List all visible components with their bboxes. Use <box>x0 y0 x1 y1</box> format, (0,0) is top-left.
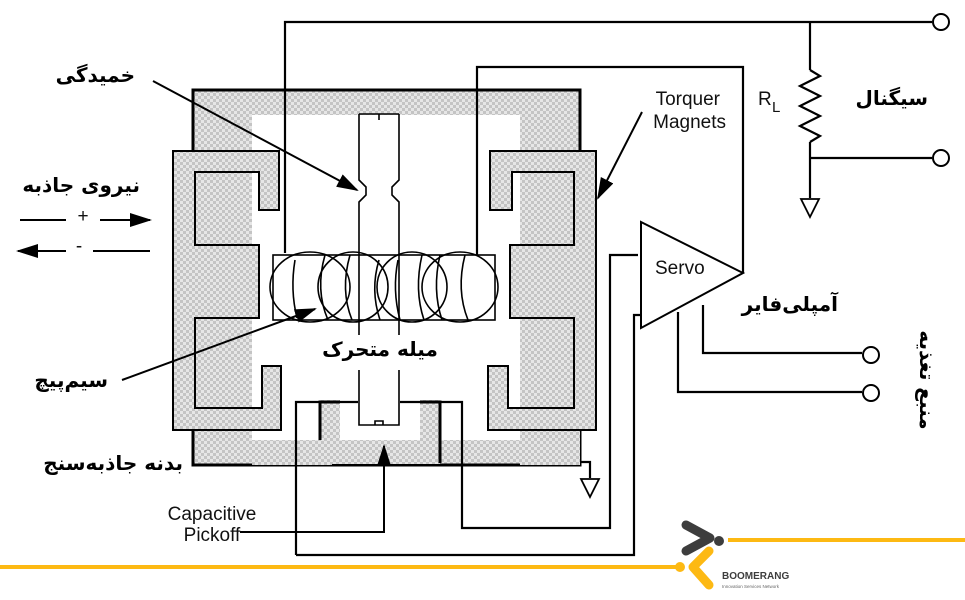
flexure-label: خمیدگی <box>56 63 135 87</box>
load-resistor-subscript: L <box>772 99 780 116</box>
moving-rod-label: میله متحرک <box>322 337 438 361</box>
accelerometer-body-label: بدنه جاذبه‌سنج <box>43 451 183 475</box>
power-terminal-2 <box>862 384 880 402</box>
signal-label: سیگنال <box>856 86 929 110</box>
capacitive-pickoff-label-line2: Pickoff <box>184 525 241 546</box>
plus-sign: + <box>77 206 88 227</box>
pickoff-arrow <box>240 444 391 533</box>
signal-terminal-top <box>932 13 950 31</box>
gravity-force-label: نیروی جاذبه <box>22 173 140 197</box>
left-torquer-magnet <box>172 150 282 431</box>
torquer-magnets-arrow <box>597 111 643 200</box>
coil-arrow <box>121 308 317 381</box>
load-resistor-zigzag <box>797 69 823 143</box>
minus-sign: - <box>76 236 82 257</box>
torquer-magnets-label-line2: Magnets <box>653 112 726 133</box>
logo-name: BOOMERANG <box>722 571 789 582</box>
servo-label: Servo <box>655 258 705 279</box>
torquer-magnets-label-line1: Torquer <box>656 89 721 110</box>
footer-branding: BOOMERANG Innovation Services Network <box>0 520 965 590</box>
power-supply-label: منبع تغذیه <box>915 330 939 429</box>
ground-symbol-body <box>579 478 601 500</box>
power-terminal-1 <box>862 346 880 364</box>
coil-label: سیم‌پیچ <box>34 368 108 393</box>
servo-amplifier <box>640 220 746 330</box>
signal-terminal-bottom <box>932 149 950 167</box>
moving-rod <box>358 113 400 426</box>
right-torquer-magnet <box>487 150 597 431</box>
amplifier-label: آمپلی‌فایر <box>741 291 840 317</box>
ground-symbol-signal <box>799 198 821 220</box>
wiring <box>283 20 932 557</box>
logo-tagline: Innovation Services Network <box>722 584 780 589</box>
boomerang-logo-icon <box>675 520 724 590</box>
flexure-arrow <box>152 80 359 191</box>
capacitive-pickoff-label-line1: Capacitive <box>168 504 257 525</box>
load-resistor-label: R <box>758 89 772 110</box>
